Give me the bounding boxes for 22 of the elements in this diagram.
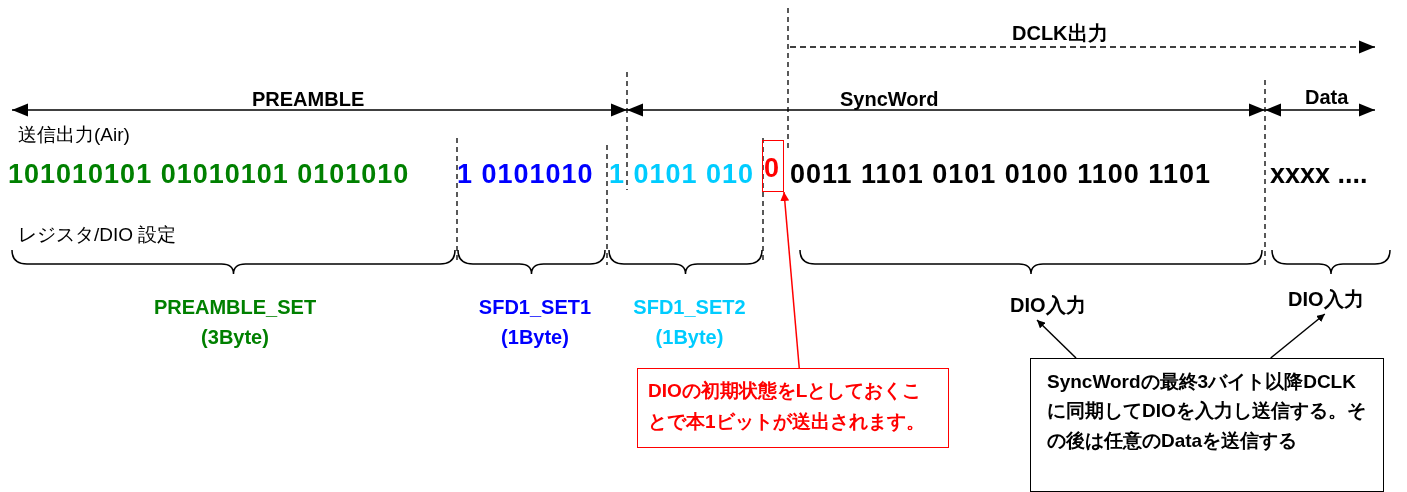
section-label: レジスタ/DIO 設定 — [18, 223, 177, 247]
section-label: SyncWord — [840, 88, 939, 111]
bit-sequence: 0011 1101 0101 0100 1100 1101 — [790, 159, 1211, 190]
arrow-label: DCLK出力 — [1012, 21, 1108, 46]
arrow — [780, 191, 800, 369]
register-label: SFD1_SET1 (1Byte) — [477, 295, 593, 350]
bit-sequence: 1 0101 010 — [609, 159, 755, 190]
register-label: SFD1_SET2 (1Byte) — [632, 295, 747, 350]
bit-sequence: 1 0101010 — [457, 159, 594, 190]
arrow — [1269, 313, 1326, 359]
bit-sequence: xxxx .... — [1270, 159, 1368, 190]
note-box: SyncWordの最終3バイト以降DCLKに同期してDIOを入力し送信する。その後は任意のDataを送信する — [1030, 358, 1384, 492]
signal-label: 送信出力(Air) — [18, 123, 130, 147]
section-label: DIO入力 — [1010, 292, 1100, 320]
section-label: PREAMBLE — [252, 88, 365, 111]
arrow — [1036, 319, 1077, 359]
register-label: PREAMBLE_SET (3Byte) — [152, 295, 318, 350]
section-label: DIO入力 — [1288, 286, 1380, 314]
callout-box: DIOの初期状態をLとしておくことで本1ビットが送出されます。 — [637, 368, 949, 448]
section-label: Data — [1305, 86, 1349, 109]
bit-sequence: 101010101 01010101 0101010 — [8, 159, 410, 190]
highlighted-bit: 0 — [762, 140, 784, 192]
